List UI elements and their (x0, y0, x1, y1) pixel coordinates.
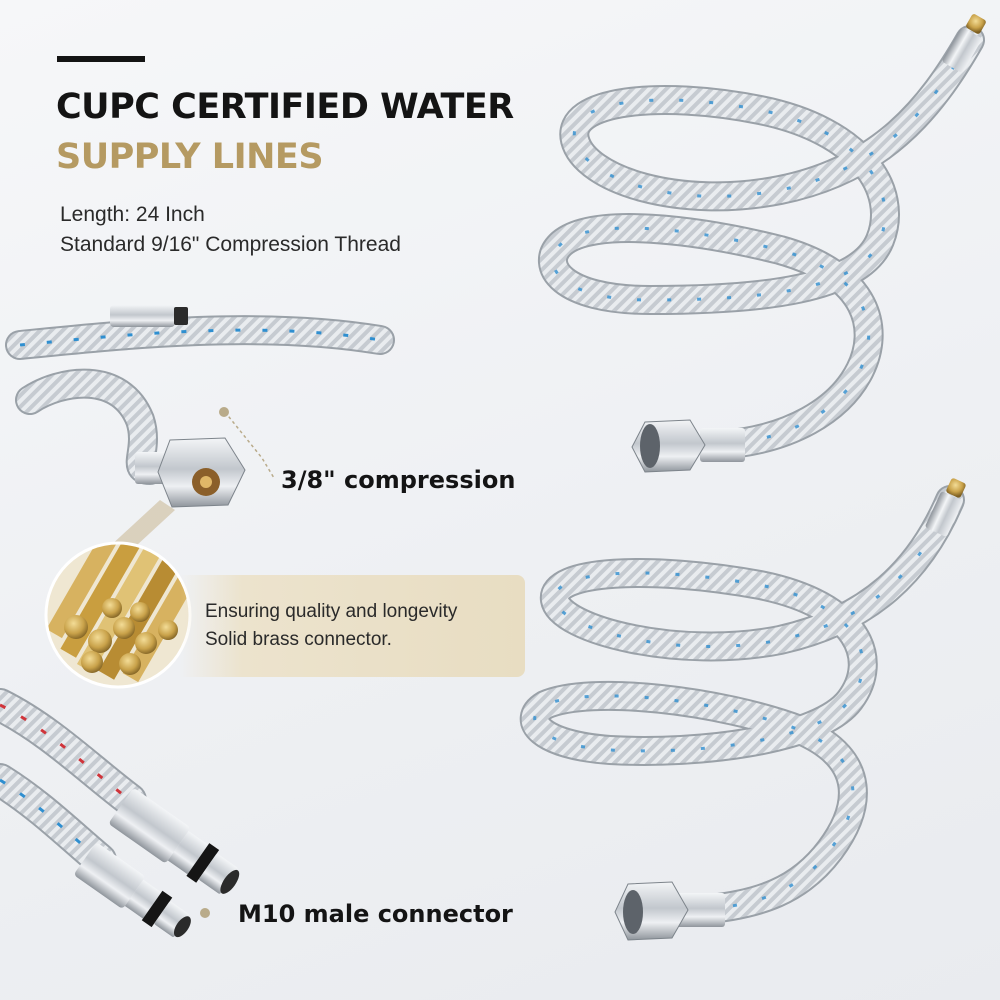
headline: CUPC CERTIFIED WATER SUPPLY LINES (56, 82, 514, 182)
spec-list: Length: 24 Inch Standard 9/16" Compressi… (60, 200, 401, 260)
brass-note-line-2: Solid brass connector. (205, 629, 392, 650)
spec-thread: Standard 9/16" Compression Thread (60, 233, 401, 256)
upper-coiled-hose (538, 14, 986, 473)
brass-note: Ensuring quality and longevity Solid bra… (205, 598, 457, 654)
compression-leader-line (224, 411, 275, 479)
headline-line-1: CUPC CERTIFIED WATER (56, 87, 514, 127)
compression-detail-hose (5, 305, 395, 570)
brass-note-banner (180, 575, 525, 677)
brass-note-line-1: Ensuring quality and longevity (205, 601, 458, 622)
headline-line-2: SUPPLY LINES (56, 137, 324, 177)
compression-dot (219, 407, 229, 417)
headline-accent-bar (57, 56, 145, 62)
m10-callout: M10 male connector (238, 900, 513, 928)
compression-callout: 3/8" compression (281, 466, 516, 494)
m10-dot (200, 908, 210, 918)
brass-rods-photo (44, 541, 192, 689)
m10-connector-detail (0, 688, 240, 938)
spec-length: Length: 24 Inch (60, 203, 205, 226)
lower-coiled-hose (519, 478, 966, 941)
